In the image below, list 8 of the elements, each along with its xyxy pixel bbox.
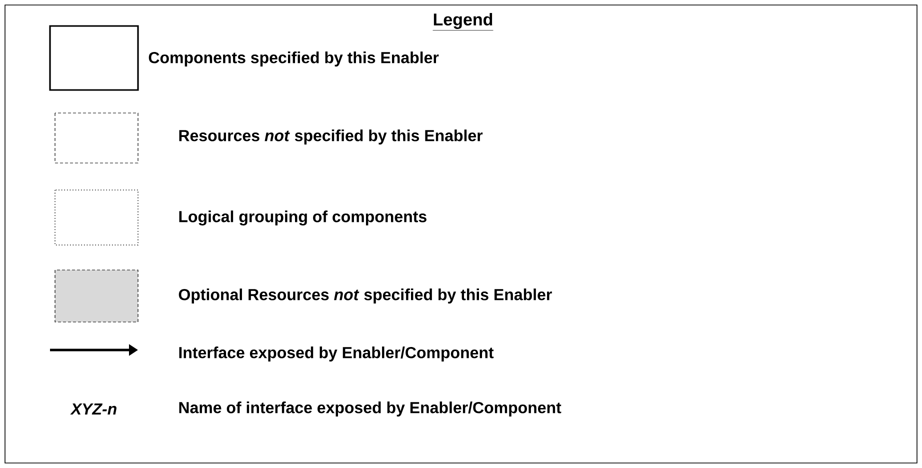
legend-text: Optional Resources not specified by this Enabler — [178, 288, 552, 304]
interface-name: XYZ-n — [70, 403, 116, 414]
legend-text: Resources not specified by this Enabler — [179, 130, 483, 144]
legend-text: Interface exposed by Enabler/Component — [179, 346, 494, 362]
legend-text: Components specified by this Enabler — [148, 52, 439, 66]
legend-text: Name of interface exposed by Enabler/Component — [179, 402, 562, 416]
legend-text: Logical grouping of components — [179, 210, 426, 226]
legend-title: Legend — [432, 13, 494, 31]
